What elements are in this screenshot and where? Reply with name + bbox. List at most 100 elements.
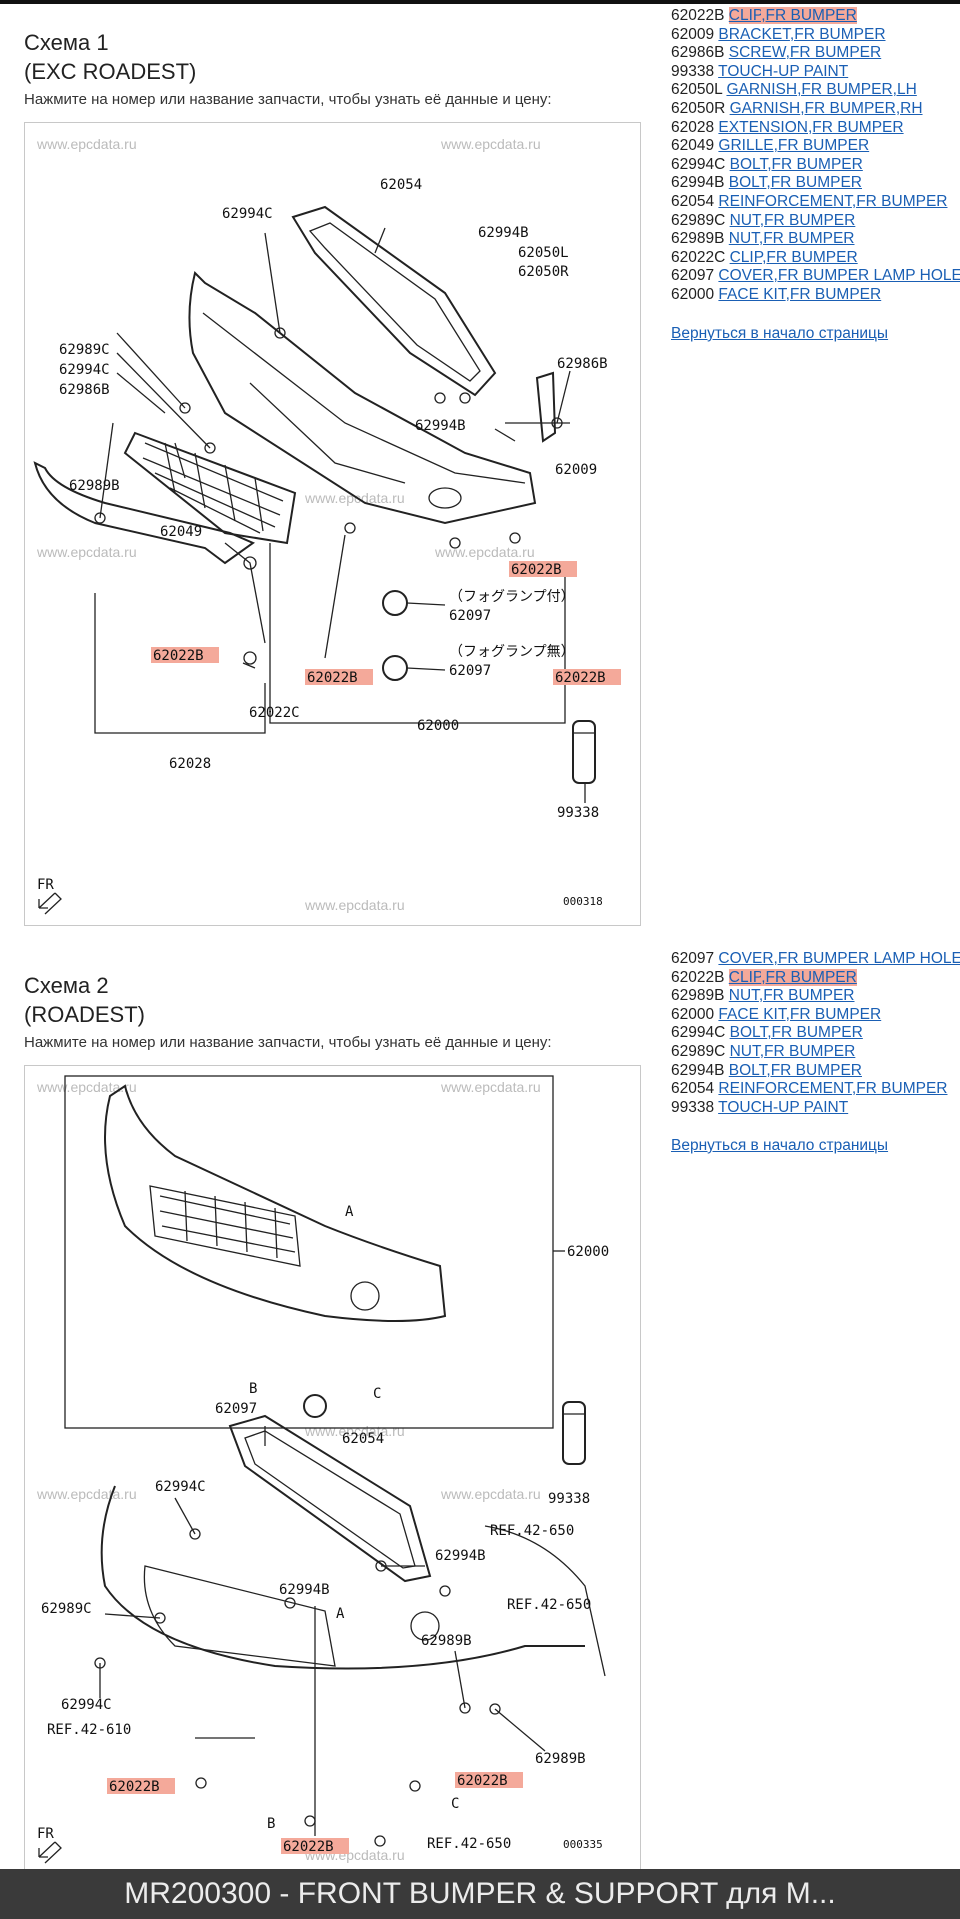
callout-label[interactable]: 62986B bbox=[59, 382, 110, 398]
callout-label[interactable]: 62097 bbox=[449, 608, 491, 624]
callout-label[interactable]: 62986B bbox=[557, 356, 608, 372]
back-to-top-link[interactable]: Вернуться в начало страницы bbox=[671, 325, 889, 342]
part-link[interactable]: BOLT,FR BUMPER bbox=[730, 1024, 863, 1041]
callout-label[interactable]: B bbox=[249, 1381, 257, 1397]
part-link[interactable]: EXTENSION,FR BUMPER bbox=[718, 119, 903, 136]
part-link[interactable]: FACE KIT,FR BUMPER bbox=[718, 1006, 881, 1023]
callout-label[interactable]: C bbox=[451, 1796, 459, 1812]
part-link[interactable]: BOLT,FR BUMPER bbox=[729, 174, 862, 191]
callout-label[interactable]: 62989B bbox=[535, 1751, 586, 1767]
part-name[interactable]: NUT bbox=[729, 1042, 760, 1060]
part-link[interactable]: NUT,FR BUMPER bbox=[729, 230, 855, 247]
part-name[interactable]: BOLT bbox=[729, 155, 768, 173]
part-name[interactable]: REINFORCEMENT bbox=[718, 192, 852, 210]
callout-label-highlighted[interactable]: 62022B bbox=[555, 670, 606, 686]
part-name[interactable]: CLIP bbox=[729, 248, 763, 266]
part-name[interactable]: COVER bbox=[718, 267, 774, 285]
part-description[interactable]: ,FR BUMPER bbox=[851, 1080, 948, 1098]
part-link[interactable]: GARNISH,FR BUMPER,RH bbox=[730, 100, 923, 117]
part-name[interactable]: REINFORCEMENT bbox=[718, 1080, 852, 1098]
touch-up-paint-part[interactable] bbox=[562, 1401, 586, 1465]
callout-label[interactable]: 62994C bbox=[222, 206, 273, 222]
reinforcement-part[interactable] bbox=[228, 1414, 432, 1583]
callout-label[interactable]: A bbox=[345, 1204, 354, 1220]
part-name[interactable]: TOUCH-UP PAINT bbox=[718, 1098, 849, 1116]
callout-label[interactable]: 62097 bbox=[449, 663, 491, 679]
part-description[interactable]: ,FR BUMPER bbox=[767, 1024, 863, 1042]
callout-label[interactable]: 62049 bbox=[160, 524, 202, 540]
part-description[interactable]: ,FR BUMPER bbox=[759, 211, 856, 229]
part-description[interactable]: ,FR BUMPER LAMP HOLE bbox=[773, 950, 960, 967]
callout-label[interactable]: 62989B bbox=[69, 478, 120, 494]
part-description[interactable]: ,FR BUMPER LAMP HOLE bbox=[773, 267, 960, 285]
part-link[interactable]: REINFORCEMENT,FR BUMPER bbox=[718, 193, 947, 210]
lamp-cover-part[interactable] bbox=[382, 590, 408, 616]
part-description[interactable]: ,FR BUMPER bbox=[762, 248, 858, 266]
touch-up-paint-part[interactable] bbox=[572, 720, 596, 784]
part-link[interactable]: TOUCH-UP PAINT bbox=[718, 63, 848, 80]
part-description[interactable]: ,FR BUMPER,RH bbox=[800, 99, 923, 117]
callout-label[interactable]: 62989B bbox=[421, 1633, 472, 1649]
callout-label[interactable]: 62994B bbox=[279, 1582, 330, 1598]
callout-label-highlighted[interactable]: 62022B bbox=[511, 562, 562, 578]
part-description[interactable]: ,FR BUMPER bbox=[761, 7, 857, 24]
part-link[interactable]: TOUCH-UP PAINT bbox=[718, 1099, 848, 1116]
callout-label[interactable]: 62022C bbox=[249, 705, 300, 721]
callout-label[interactable]: 62054 bbox=[380, 177, 422, 193]
part-name[interactable]: FACE KIT bbox=[718, 285, 786, 303]
part-description[interactable]: ,FR BUMPER bbox=[785, 1005, 882, 1023]
part-description[interactable]: ,FR BUMPER bbox=[766, 1061, 862, 1079]
part-description[interactable]: ,FR BUMPER bbox=[789, 25, 886, 43]
callout-label[interactable]: 99338 bbox=[557, 805, 599, 821]
callout-label-highlighted[interactable]: 62022B bbox=[283, 1839, 334, 1855]
callout-label[interactable]: 62000 bbox=[417, 718, 459, 734]
callout-label[interactable]: A bbox=[336, 1606, 345, 1622]
part-name[interactable]: BOLT bbox=[729, 1024, 768, 1042]
callout-label[interactable]: 62097 bbox=[215, 1401, 257, 1417]
part-description[interactable]: ,FR BUMPER bbox=[766, 174, 862, 192]
part-description[interactable]: ,FR BUMPER bbox=[761, 968, 857, 986]
part-name[interactable]: NUT bbox=[728, 230, 759, 248]
callout-label[interactable]: 99338 bbox=[548, 1491, 590, 1507]
part-name[interactable]: CLIP bbox=[728, 968, 762, 986]
callout-label[interactable]: 62994C bbox=[59, 362, 110, 378]
part-description[interactable]: ,FR BUMPER,LH bbox=[797, 81, 917, 99]
part-name[interactable]: GRILLE bbox=[718, 137, 774, 155]
callout-label[interactable]: 62009 bbox=[555, 462, 597, 478]
part-description[interactable]: ,FR BUMPER bbox=[758, 987, 855, 1005]
garnish-part[interactable] bbox=[535, 371, 557, 443]
bumper-shell[interactable] bbox=[188, 271, 537, 525]
callout-label[interactable]: REF.42-650 bbox=[490, 1523, 574, 1539]
part-name[interactable]: CLIP bbox=[728, 7, 762, 24]
callout-label[interactable]: 62994B bbox=[435, 1548, 486, 1564]
part-link[interactable]: BRACKET,FR BUMPER bbox=[718, 26, 885, 43]
part-link[interactable]: GARNISH,FR BUMPER,LH bbox=[726, 81, 916, 98]
part-description[interactable]: ,FR BUMPER bbox=[759, 1042, 856, 1060]
part-link[interactable]: CLIP,FR BUMPER bbox=[728, 968, 857, 986]
part-link[interactable]: SCREW,FR BUMPER bbox=[729, 44, 881, 61]
callout-label[interactable]: 62994B bbox=[478, 225, 529, 241]
part-link[interactable]: NUT,FR BUMPER bbox=[730, 212, 856, 229]
callout-label-highlighted[interactable]: 62022B bbox=[307, 670, 358, 686]
part-name[interactable]: BOLT bbox=[728, 174, 767, 192]
part-name[interactable]: GARNISH bbox=[729, 99, 801, 117]
part-description[interactable]: ,FR BUMPER bbox=[758, 230, 855, 248]
part-description[interactable]: ,FR BUMPER bbox=[773, 137, 870, 155]
callout-label[interactable]: 62989C bbox=[59, 342, 110, 358]
reinforcement-part[interactable] bbox=[291, 205, 497, 397]
callout-label[interactable]: 62994C bbox=[61, 1697, 112, 1713]
callout-label[interactable]: 62989C bbox=[41, 1601, 92, 1617]
part-name[interactable]: GARNISH bbox=[726, 81, 798, 99]
part-name[interactable]: COVER bbox=[718, 950, 774, 967]
lamp-cover-part[interactable] bbox=[303, 1394, 327, 1418]
part-name[interactable]: EXTENSION bbox=[718, 118, 808, 136]
callout-label[interactable]: 62050L bbox=[518, 245, 569, 261]
callout-label[interactable]: 62000 bbox=[567, 1244, 609, 1260]
callout-label[interactable]: 62050R bbox=[518, 264, 569, 280]
part-link[interactable]: NUT,FR BUMPER bbox=[730, 1043, 856, 1060]
part-link[interactable]: COVER,FR BUMPER LAMP HOLE bbox=[718, 267, 960, 284]
part-name[interactable]: SCREW bbox=[728, 44, 786, 62]
part-description[interactable]: ,FR BUMPER bbox=[808, 118, 904, 136]
callout-label-highlighted[interactable]: 62022B bbox=[153, 648, 204, 664]
part-link[interactable]: COVER,FR BUMPER LAMP HOLE bbox=[718, 950, 960, 967]
